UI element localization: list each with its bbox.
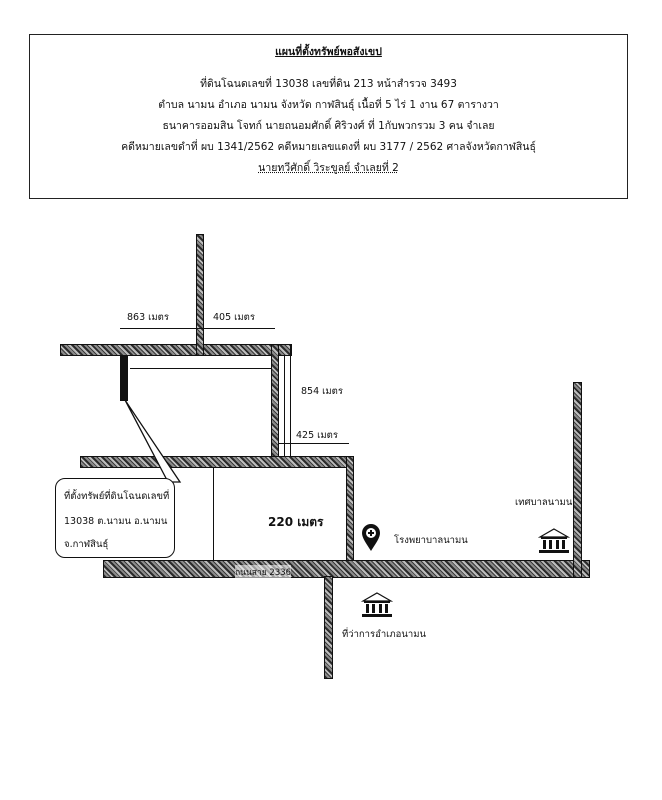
distance-425-label: 425 เมตร [296, 430, 338, 441]
road-name-label: ถนนสาย 2336 [235, 565, 292, 579]
parties-line: ธนาคารออมสิน โจทก์ นายถนอมศักดิ์ ศิริวงศ… [162, 120, 495, 132]
road-middle [80, 456, 348, 468]
government-building-icon [361, 592, 393, 617]
hospital-label: โรงพยาบาลนามน [394, 535, 468, 546]
dimension-854-line [284, 356, 285, 456]
block-outline-left [213, 468, 215, 560]
defendant-line: นายทวีศักดิ์ วิระขูลย์ จำเลยที่ 2 [258, 162, 399, 174]
case-number-line: คดีหมายเลขดำที่ ผบ 1341/2562 คดีหมายเลขแ… [121, 141, 536, 153]
dimension-405-line [200, 328, 275, 329]
property-callout: ที่ตั้งทรัพย์ที่ดินโฉนดเลขที่ 13038 ต.นา… [55, 478, 175, 558]
road-lower-vertical [346, 456, 354, 566]
callout-line-1: ที่ตั้งทรัพย์ที่ดินโฉนดเลขที่ [64, 491, 170, 502]
district-office-label: ที่ว่าการอำเภอนามน [342, 629, 426, 640]
road-east-vertical [573, 382, 582, 578]
callout-line-2: 13038 ต.นามน อ.นามน [64, 516, 168, 527]
location-area-line: ตำบล นามน อำเภอ นามน จังหวัด กาฬสินธุ์ เ… [158, 99, 499, 111]
road-north-vertical [196, 234, 204, 356]
dimension-863-line [120, 328, 200, 329]
distance-854-label: 854 เมตร [301, 386, 343, 397]
government-building-icon [538, 528, 570, 553]
map-title: แผนที่ตั้งทรัพย์พอสังเขป [275, 46, 382, 58]
dimension-425-line [279, 443, 349, 444]
road-middle-vertical [271, 344, 279, 466]
distance-405-label: 405 เมตร [213, 312, 255, 323]
header-box: แผนที่ตั้งทรัพย์พอสังเขป ที่ดินโฉนดเลขที… [29, 34, 628, 199]
property-parcel-marker [120, 355, 128, 401]
road-top [60, 344, 292, 356]
map-pin-hospital-icon [362, 524, 380, 551]
road-south-vertical [324, 576, 333, 679]
distance-863-label: 863 เมตร [127, 312, 169, 323]
road-main-2336 [103, 560, 590, 578]
municipality-label: เทศบาลนามน [515, 497, 573, 508]
distance-220-label: 220 เมตร [268, 515, 324, 529]
block-outline-right [290, 344, 292, 456]
callout-line-3: จ.กาฬสินธุ์ [64, 539, 109, 550]
block-outline-upper [130, 368, 272, 369]
deed-info-line: ที่ดินโฉนดเลขที่ 13038 เลขที่ดิน 213 หน้… [200, 78, 457, 90]
